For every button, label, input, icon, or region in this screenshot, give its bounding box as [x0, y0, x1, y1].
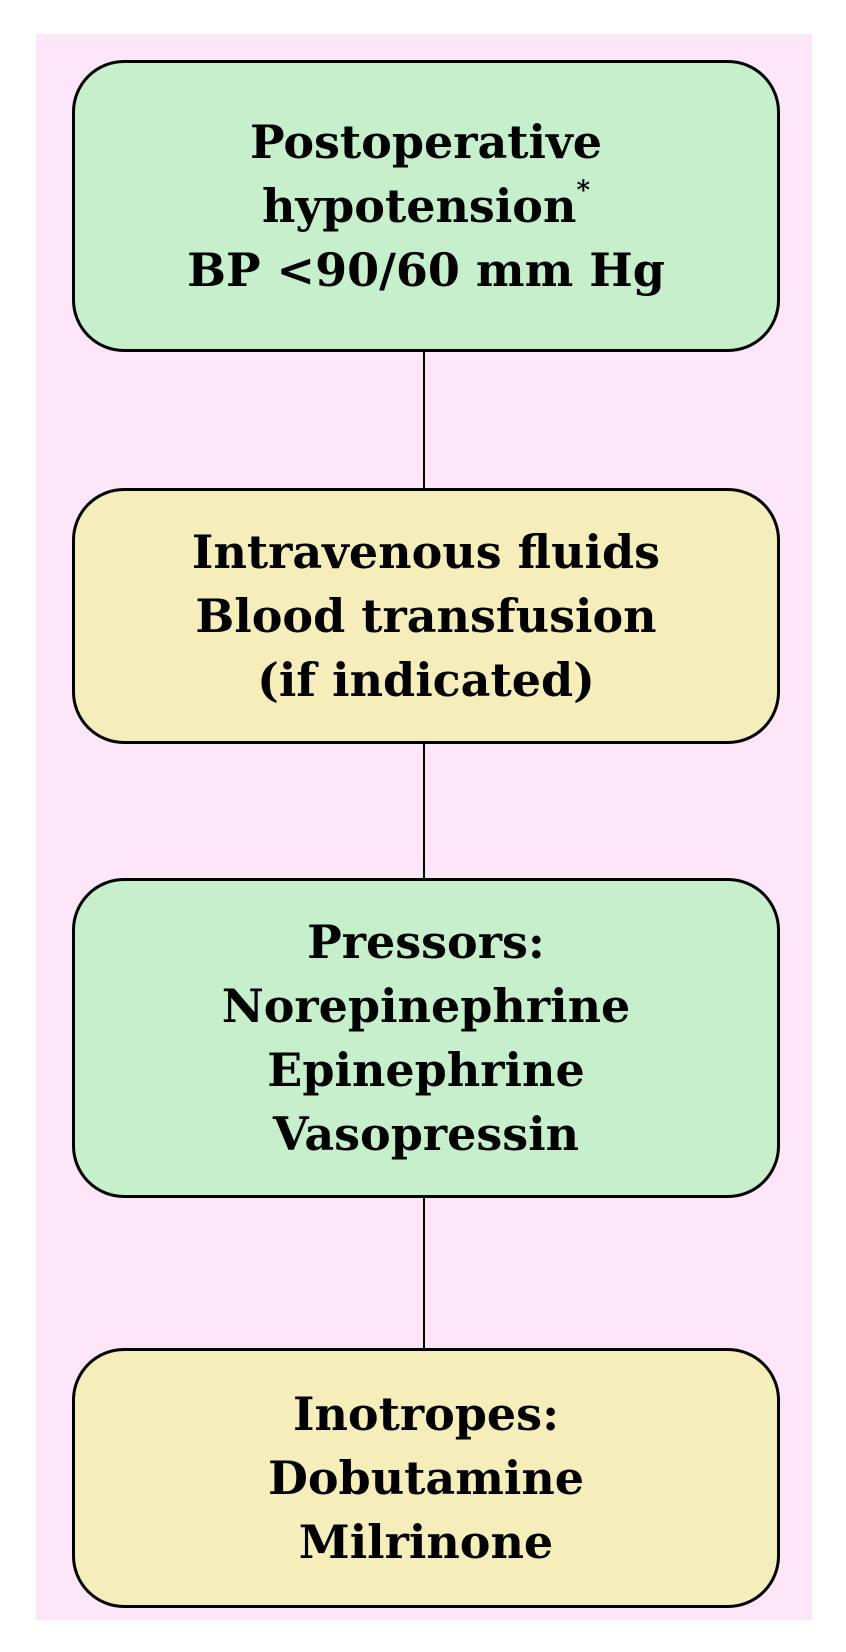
step-postoperative-hypotension: Postoperative hypotension* BP <90/60 mm … [72, 60, 780, 352]
step-1-line-1: Postoperative [249, 115, 603, 169]
step-3-line-1: Pressors: [307, 915, 545, 969]
step-4-line-3: Milrinone [298, 1515, 554, 1569]
step-1-line-3: BP <90/60 mm Hg [187, 243, 665, 297]
connector-1-2 [423, 352, 425, 488]
step-3-line-3: Epinephrine [267, 1043, 585, 1097]
step-inotropes: Inotropes: Dobutamine Milrinone [72, 1348, 780, 1608]
step-pressors: Pressors: Norepinephrine Epinephrine Vas… [72, 878, 780, 1198]
connector-2-3 [423, 744, 425, 878]
footnote-asterisk: * [576, 176, 591, 206]
connector-3-4 [423, 1198, 425, 1348]
step-fluids-transfusion: Intravenous fluids Blood transfusion (if… [72, 488, 780, 744]
step-2-line-2: Blood transfusion [195, 589, 657, 643]
step-2-line-1: Intravenous fluids [191, 525, 661, 579]
step-1-line-2: hypotension* [262, 174, 590, 238]
step-4-line-1: Inotropes: [292, 1387, 560, 1441]
step-3-line-2: Norepinephrine [221, 979, 631, 1033]
step-4-line-2: Dobutamine [267, 1451, 585, 1505]
step-2-line-3: (if indicated) [257, 653, 595, 707]
step-3-line-4: Vasopressin [272, 1107, 580, 1161]
step-1-line-2-text: hypotension [261, 179, 577, 233]
